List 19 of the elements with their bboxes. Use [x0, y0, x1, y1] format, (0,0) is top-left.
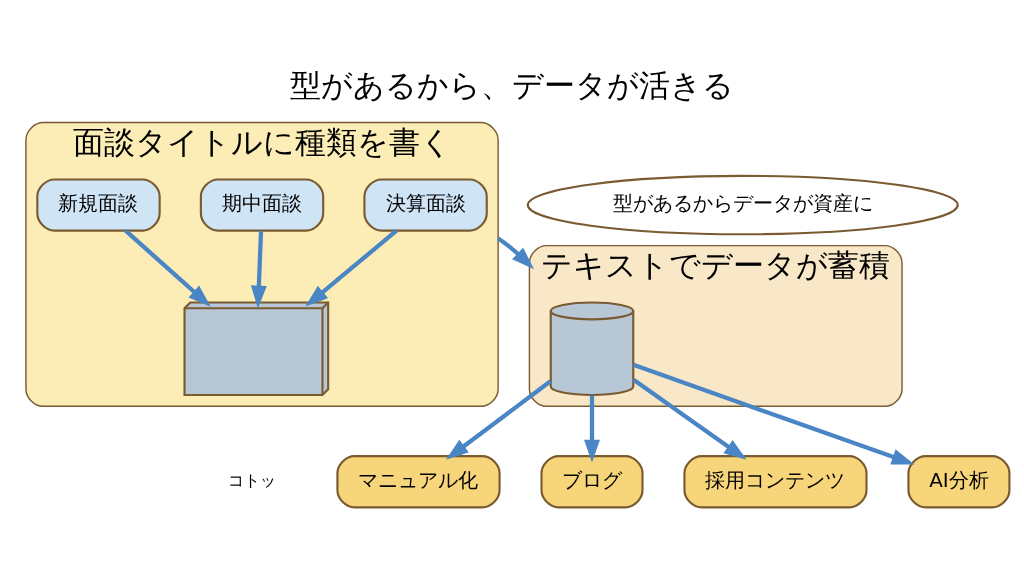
node-box: 期中面談 — [199, 177, 325, 232]
arrow — [445, 379, 552, 460]
arrow — [496, 236, 535, 269]
label: コトッ — [228, 470, 277, 490]
node-box: マニュアル化 — [336, 454, 501, 508]
node-box: 採用コンテンツ — [683, 454, 868, 508]
arrow — [632, 377, 747, 460]
arrow — [124, 228, 211, 307]
node-box: AI分析 — [907, 454, 1011, 508]
cluster: テキストでデータが蓄積 — [528, 244, 903, 407]
diagram-title: 型があるから、データが活きる — [290, 66, 734, 103]
arrow — [584, 394, 600, 462]
node-box: 新規面談 — [36, 177, 161, 232]
arrow — [632, 362, 915, 464]
node-ellipse: 型があるからデータが資産に — [526, 174, 959, 235]
node-box: ブログ — [540, 454, 644, 508]
node-box: 決算面談 — [363, 177, 488, 232]
arrow — [305, 228, 398, 306]
arrow — [250, 230, 267, 308]
